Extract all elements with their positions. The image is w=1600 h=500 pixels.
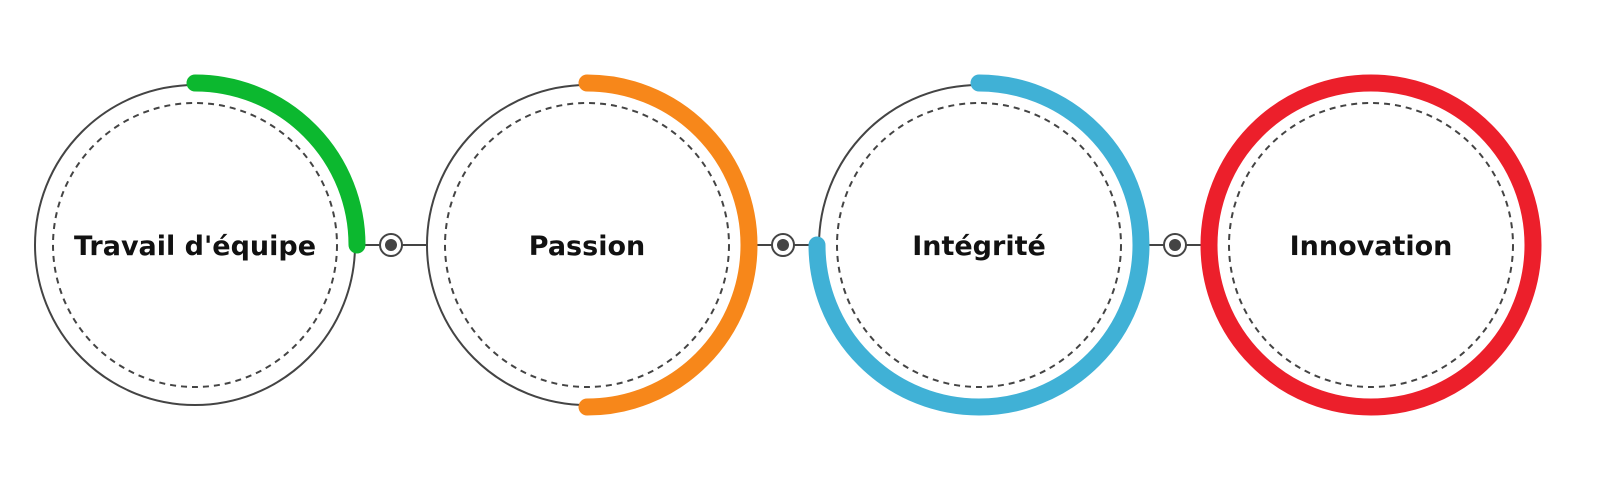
connectors-layer [355,233,1211,257]
stage-1-progress-arc [186,74,366,254]
stage-2-dashed-ring [444,102,730,388]
stage-1: Travail d'équipe [34,74,366,406]
stage-3-progress-arc [808,74,1150,416]
stage-3-label: Intégrité [912,231,1046,262]
stage-4-label: Innovation [1290,231,1453,262]
connector-node-dot [385,239,397,251]
stage-4-dashed-ring [1228,102,1514,388]
stage-3-dashed-ring [836,102,1122,388]
connector-node-dot [777,239,789,251]
stage-2: Passion [426,74,758,416]
connector-node-dot [1169,239,1181,251]
stage-4: Innovation [1200,74,1542,416]
stage-2-label: Passion [529,231,645,262]
stage-2-progress-arc [578,74,758,416]
stage-1-dashed-ring [52,102,338,388]
stage-1-label: Travail d'équipe [74,231,316,262]
stage-3: Intégrité [808,74,1150,416]
stage-4-progress-arc [1200,74,1542,416]
